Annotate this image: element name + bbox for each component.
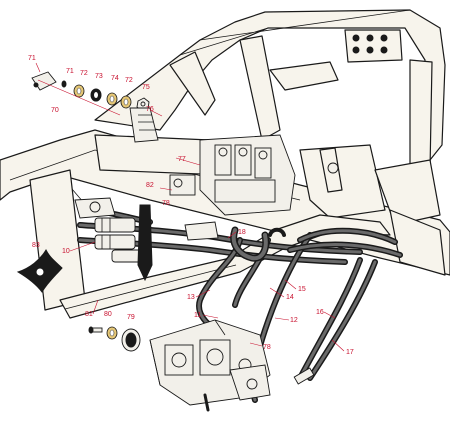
callout-74: 74 xyxy=(111,75,119,82)
callout-15: 15 xyxy=(298,286,306,293)
callout-78-a: 78 xyxy=(162,200,170,207)
callout-71-a: 71 xyxy=(28,55,36,62)
exploded-fitting xyxy=(31,62,159,143)
valve-block xyxy=(169,134,296,216)
callout-labels: 70 71 71 72 73 74 72 75 76 77 82 78 18 8… xyxy=(28,55,354,356)
callout-13: 13 xyxy=(187,294,195,301)
handle-part xyxy=(16,248,63,293)
callout-17: 17 xyxy=(346,349,354,356)
callout-80: 80 xyxy=(104,311,112,318)
callout-78-b: 78 xyxy=(263,344,271,351)
pump-assembly xyxy=(149,319,271,412)
callout-76: 76 xyxy=(146,106,154,113)
callout-79: 79 xyxy=(127,314,135,321)
leader-lines xyxy=(69,109,345,352)
callout-14: 14 xyxy=(286,294,294,301)
callout-18: 18 xyxy=(238,229,246,236)
center-bracket xyxy=(137,204,270,282)
callout-70: 70 xyxy=(51,107,59,114)
callout-12: 12 xyxy=(290,317,298,324)
callout-83: 83 xyxy=(32,242,40,249)
callout-72-b: 72 xyxy=(125,77,133,84)
callout-72-a: 72 xyxy=(80,70,88,77)
callout-81: 81 xyxy=(85,311,93,318)
hardware-79-80 xyxy=(88,326,141,352)
callout-75: 75 xyxy=(142,84,150,91)
callout-71-b: 71 xyxy=(66,68,74,75)
callout-11: 11 xyxy=(194,312,201,319)
callout-73: 73 xyxy=(95,73,103,80)
rollover-frame xyxy=(94,9,446,171)
callout-16: 16 xyxy=(316,309,324,316)
callout-10: 10 xyxy=(62,248,70,255)
callout-82: 82 xyxy=(146,182,154,189)
